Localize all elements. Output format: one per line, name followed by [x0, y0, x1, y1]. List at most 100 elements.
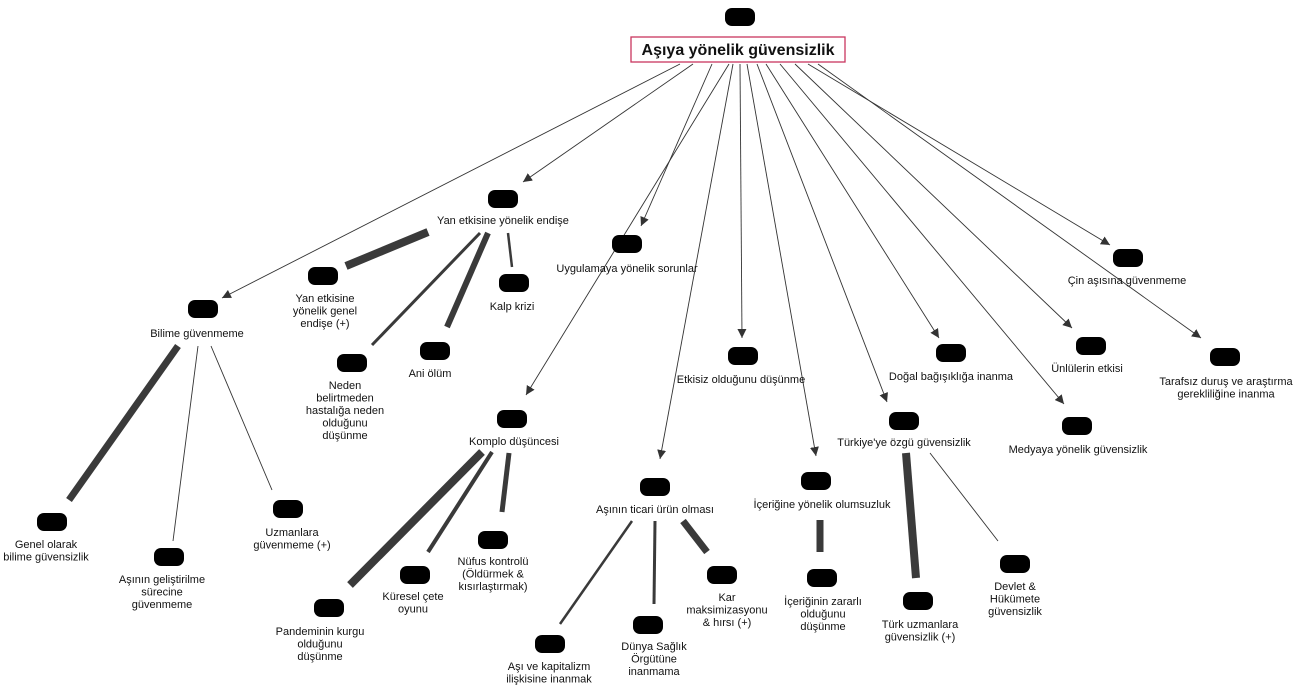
node-label-line: Uzmanlara — [265, 527, 319, 539]
edge-yan-kalp — [506, 232, 514, 268]
edge-ticari-kar — [680, 518, 710, 555]
node-cin[interactable]: Çin aşısına güvenmeme — [1068, 249, 1187, 287]
code-icon — [314, 599, 344, 617]
code-icon — [889, 412, 919, 430]
node-label: Uygulamaya yönelik sorunlar — [556, 263, 698, 275]
code-icon — [707, 566, 737, 584]
node-ani-olum[interactable]: Ani ölüm — [409, 342, 452, 380]
child-edges — [66, 228, 999, 625]
code-icon — [903, 592, 933, 610]
code-icon — [728, 347, 758, 365]
edge-turkiye-uzman — [902, 452, 920, 579]
node-label-line: Genel olarak — [15, 539, 78, 551]
node-label-line: olduğunu — [297, 639, 342, 651]
node-label-line: yönelik genel — [293, 306, 357, 318]
edge-bilime-gelistirilme — [172, 345, 199, 542]
node-kalp-krizi[interactable]: Kalp krizi — [490, 274, 535, 313]
node-label-line: gerekliliğine inanma — [1177, 389, 1275, 401]
node-label-line: olduğunu — [322, 418, 367, 430]
node-label-line: İçeriğinin zararlı — [784, 595, 862, 608]
code-icon — [725, 8, 755, 26]
node-label: Doğal bağışıklığa inanma — [889, 371, 1014, 383]
node-label-line: İçeriğine yönelik olumsuzluk — [754, 498, 891, 511]
code-icon — [478, 531, 508, 549]
node-unlu[interactable]: Ünlülerin etkisi — [1051, 337, 1123, 375]
node-label-line: Aşının geliştirilme — [119, 574, 205, 586]
node-label-line: Ani ölüm — [409, 368, 452, 380]
code-icon — [936, 344, 966, 362]
edge-root-tarafsiz — [817, 63, 1202, 339]
node-medya[interactable]: Medyaya yönelik güvensizlik — [1009, 417, 1148, 456]
node-yan-etki[interactable]: Yan etkisine yönelik endişe — [437, 190, 569, 227]
node-label-line: Türkiye'ye özgü güvensizlik — [837, 437, 971, 449]
root-node[interactable]: Aşıya yönelik güvensizlik — [630, 8, 846, 63]
node-label-line: kısırlaştırmak) — [458, 581, 527, 593]
node-label: Medyaya yönelik güvensizlik — [1009, 444, 1148, 456]
code-icon — [400, 566, 430, 584]
code-icon — [1076, 337, 1106, 355]
node-nufus[interactable]: Nüfus kontrolü(Öldürmek &kısırlaştırmak) — [458, 531, 529, 593]
edge-ticari-dso — [652, 520, 657, 605]
code-icon — [1062, 417, 1092, 435]
node-turkiye[interactable]: Türkiye'ye özgü güvensizlik — [837, 412, 971, 449]
node-label-line: Kalp krizi — [490, 301, 535, 313]
edge-komplo-kuresel — [426, 450, 494, 554]
node-komplo[interactable]: Komplo düşüncesi — [469, 410, 559, 448]
node-ticari[interactable]: Aşının ticari ürün olması — [596, 478, 714, 516]
edge-root-unlu — [794, 63, 1073, 329]
node-label: Ünlülerin etkisi — [1051, 363, 1123, 375]
edge-komplo-nufus — [499, 452, 512, 513]
node-label-line: Hükümete — [990, 594, 1040, 606]
edge-root-yan-etki — [522, 63, 694, 183]
node-label-line: endişe (+) — [300, 318, 349, 330]
node-label-line: güvenmeme — [132, 599, 193, 611]
node-label-line: Uygulamaya yönelik sorunlar — [556, 263, 698, 275]
node-label-line: bilime güvensizlik — [3, 552, 89, 564]
node-label-line: Medyaya yönelik güvensizlik — [1009, 444, 1148, 456]
edge-bilime-uzmanlara — [210, 345, 273, 491]
edge-yan-genel — [344, 228, 430, 270]
code-icon — [499, 274, 529, 292]
node-etkisiz[interactable]: Etkisiz olduğunu düşünme — [677, 347, 805, 386]
code-icon — [535, 635, 565, 653]
code-icon — [188, 300, 218, 318]
node-uygulama[interactable]: Uygulamaya yönelik sorunlar — [556, 235, 698, 275]
node-label-line: Ünlülerin etkisi — [1051, 363, 1123, 375]
node-icerik[interactable]: İçeriğine yönelik olumsuzluk — [754, 472, 891, 511]
code-icon — [37, 513, 67, 531]
node-label-line: Tarafsız duruş ve araştırma — [1159, 376, 1293, 388]
node-label-line: maksimizasyonu — [686, 605, 767, 617]
edge-komplo-pandemi — [347, 449, 485, 588]
edge-root-ticari — [657, 63, 734, 460]
edge-root-komplo — [525, 63, 730, 396]
node-label-line: Çin aşısına güvenmeme — [1068, 275, 1187, 287]
node-dogal[interactable]: Doğal bağışıklığa inanma — [889, 344, 1014, 383]
node-label-line: Örgütüne — [631, 654, 677, 666]
edge-root-bilime — [221, 63, 681, 299]
edge-ticari-kapitalizm — [558, 520, 634, 625]
node-label-line: güvensizlik — [988, 606, 1042, 618]
node-bilime[interactable]: Bilime güvenmeme — [150, 300, 244, 340]
